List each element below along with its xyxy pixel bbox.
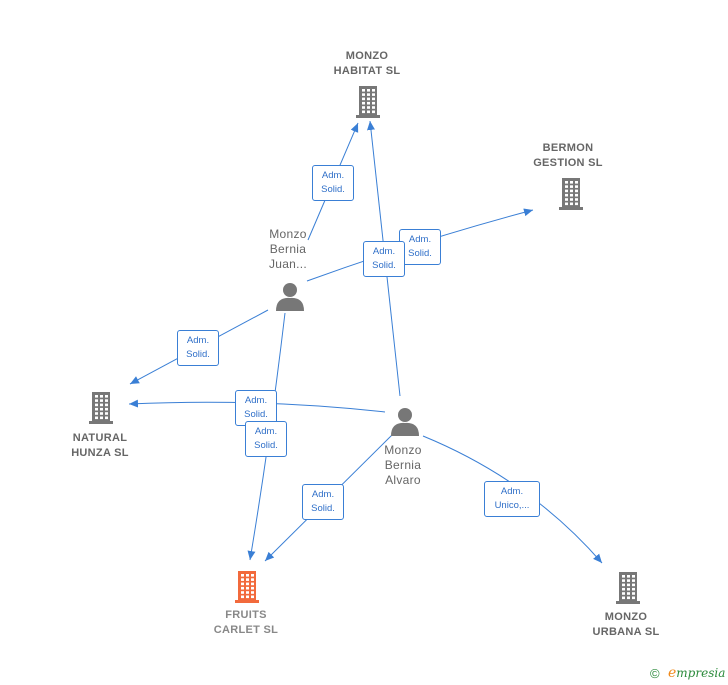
edge-label-juan-natural-line-1: Adm. [186, 335, 210, 346]
node-alvaro-line-1: Monzo [384, 443, 422, 457]
node-fruits-carlet-building-icon[interactable] [235, 571, 259, 603]
node-fruits-carlet-line-1: FRUITS [225, 609, 267, 621]
node-alvaro-person-icon[interactable] [391, 408, 419, 436]
node-monzo-habitat-building-icon[interactable] [356, 86, 380, 118]
node-alvaro-line-2: Bernia [384, 458, 422, 472]
edge-label-alvaro-habitat-line-2: Solid. [372, 260, 396, 271]
edge-label-alvaro-urbana-line-1: Adm. [500, 486, 524, 497]
edge-label-juan-bermon-line-1: Adm. [408, 234, 432, 245]
edge-label-alvaro-natural-line-2: Solid. [244, 409, 268, 420]
node-fruits-carlet-line-2: CARLET SL [213, 624, 279, 636]
edge-label-juan-natural[interactable]: Adm. Solid. [177, 330, 219, 366]
edge-label-juan-natural-line-2: Solid. [186, 349, 210, 360]
brand-logo-text: mpresia [676, 666, 726, 680]
node-bermon-line-1: BERMON [542, 142, 594, 154]
edge-label-juan-fruits[interactable]: Adm. Solid. [245, 421, 287, 457]
edge-label-alvaro-fruits-line-1: Adm. [311, 489, 335, 500]
node-monzo-urbana-line-1: MONZO [604, 611, 648, 623]
node-juan-line-2: Bernia [269, 242, 307, 256]
edge-label-juan-bermon-line-2: Solid. [408, 248, 432, 259]
node-juan-person-icon[interactable] [276, 283, 304, 311]
edge-label-alvaro-urbana[interactable]: Adm. Unico,... [484, 481, 540, 517]
node-alvaro-label[interactable]: Monzo Bernia Alvaro [363, 443, 443, 488]
edge-label-juan-bermon[interactable]: Adm. Solid. [399, 229, 441, 265]
edge-label-alvaro-urbana-line-2: Unico,... [494, 500, 530, 511]
node-juan-line-3: Juan... [268, 257, 308, 271]
node-bermon-building-icon[interactable] [559, 178, 583, 210]
node-fruits-carlet-label[interactable]: FRUITS CARLET SL [196, 608, 296, 638]
node-monzo-habitat-line-2: HABITAT SL [333, 65, 401, 77]
node-monzo-urbana-building-icon[interactable] [616, 572, 640, 604]
edge-label-juan-habitat-line-2: Solid. [321, 184, 345, 195]
node-natural-hunza-line-1: NATURAL [72, 432, 128, 444]
node-monzo-urbana-line-2: URBANA SL [592, 626, 660, 638]
node-natural-hunza-label[interactable]: NATURAL HUNZA SL [50, 431, 150, 461]
copyright-symbol: © [650, 666, 660, 681]
edge-label-alvaro-habitat-line-1: Adm. [372, 246, 396, 257]
edge-label-juan-habitat[interactable]: Adm. Solid. [312, 165, 354, 201]
brand-logo[interactable]: empresia [668, 665, 725, 681]
node-natural-hunza-building-icon[interactable] [89, 392, 113, 424]
edge-label-alvaro-fruits-line-2: Solid. [311, 503, 335, 514]
node-juan-line-1: Monzo [269, 227, 307, 241]
node-bermon-label[interactable]: BERMON GESTION SL [518, 141, 618, 171]
node-icons [89, 86, 640, 604]
edge-label-alvaro-habitat[interactable]: Adm. Solid. [363, 241, 405, 277]
edge-label-alvaro-fruits[interactable]: Adm. Solid. [302, 484, 344, 520]
node-juan-label[interactable]: Monzo Bernia Juan... [248, 227, 328, 272]
node-monzo-habitat-line-1: MONZO [345, 50, 389, 62]
edge-label-alvaro-natural-line-1: Adm. [244, 395, 268, 406]
node-bermon-line-2: GESTION SL [533, 157, 603, 169]
edge-label-alvaro-natural[interactable]: Adm. Solid. [235, 390, 277, 426]
node-monzo-urbana-label[interactable]: MONZO URBANA SL [576, 610, 676, 640]
edge-label-juan-habitat-line-1: Adm. [321, 170, 345, 181]
edge-label-juan-fruits-line-2: Solid. [254, 440, 278, 451]
node-alvaro-line-3: Alvaro [385, 473, 421, 487]
node-monzo-habitat-label[interactable]: MONZO HABITAT SL [317, 49, 417, 79]
brand-logo-initial: e [668, 665, 677, 681]
edge-label-juan-fruits-line-1: Adm. [254, 426, 278, 437]
node-natural-hunza-line-2: HUNZA SL [71, 447, 129, 459]
